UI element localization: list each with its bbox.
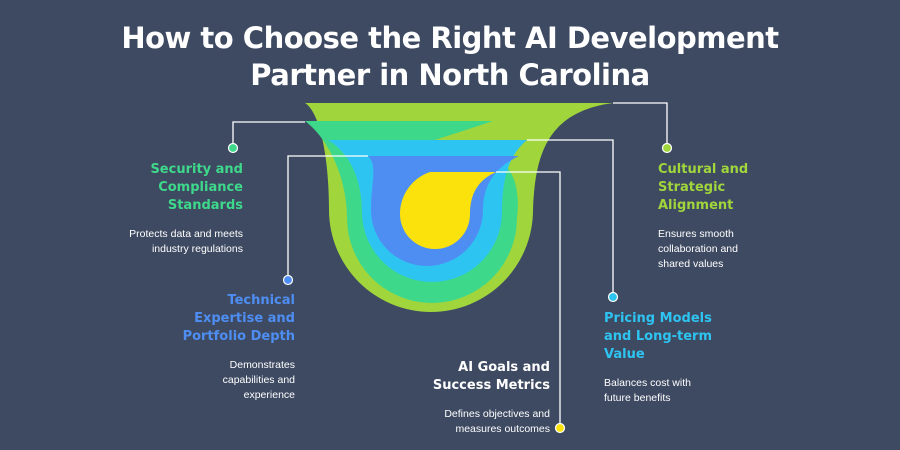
item-pricing: Pricing Models and Long-term Value Balan… (604, 310, 712, 406)
funnel-shapes (305, 103, 613, 312)
dot-goals (554, 422, 566, 434)
page-title: How to Choose the Right AI Development P… (0, 20, 900, 94)
dot-technical (282, 274, 294, 286)
connector-security (232, 121, 305, 146)
item-description: Demonstrates capabilities and experience (222, 359, 295, 401)
item-description: Protects data and meets industry regulat… (129, 228, 243, 255)
item-description: Defines objectives and measures outcomes (444, 408, 550, 435)
item-title: AI Goals and Success Metrics (432, 360, 550, 393)
item-title: Security and Compliance Standards (150, 162, 243, 213)
item-description: Balances cost with future benefits (604, 377, 691, 404)
connector-pricing (527, 139, 614, 296)
title-line-1: How to Choose the Right AI Development (121, 21, 779, 55)
item-title: Cultural and Strategic Alignment (658, 162, 749, 213)
item-technical: Technical Expertise and Portfolio Depth … (183, 292, 295, 403)
item-title: Technical Expertise and Portfolio Depth (182, 293, 295, 344)
connector-lines (232, 102, 668, 427)
funnel-layer-goals (400, 172, 496, 249)
item-security: Security and Compliance Standards Protec… (129, 161, 243, 257)
connector-technical (287, 155, 368, 278)
dot-pricing (607, 291, 619, 303)
dot-security (227, 142, 239, 154)
connector-cultural (613, 102, 668, 146)
item-description: Ensures smooth collaboration and shared … (658, 228, 738, 270)
item-goals: AI Goals and Success Metrics Defines obj… (433, 359, 550, 437)
title-line-2: Partner in North Carolina (250, 58, 650, 92)
item-cultural: Cultural and Strategic Alignment Ensures… (658, 161, 748, 272)
connector-dots (227, 142, 673, 434)
dot-cultural (661, 142, 673, 154)
connector-goals (496, 171, 561, 427)
item-title: Pricing Models and Long-term Value (604, 311, 713, 362)
